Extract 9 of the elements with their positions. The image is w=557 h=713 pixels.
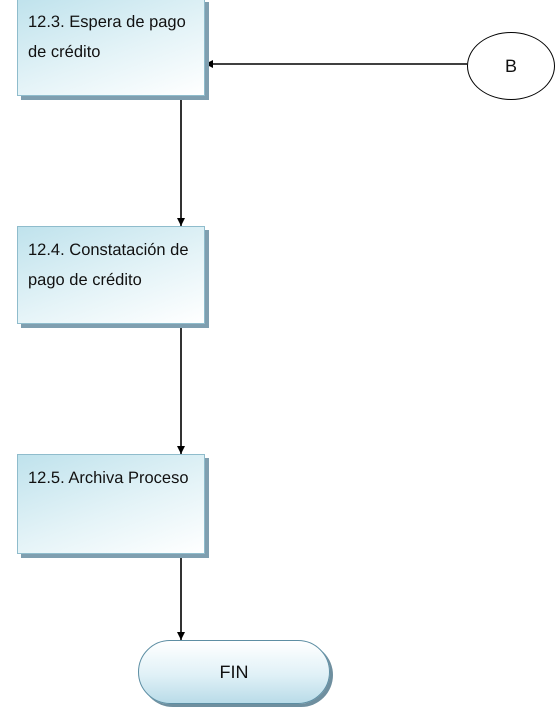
node-label: FIN xyxy=(220,662,248,682)
terminator-box xyxy=(138,640,330,704)
arrow xyxy=(177,558,185,640)
node-label: 12.3. Espera de pago de crédito xyxy=(28,13,186,61)
arrow xyxy=(177,100,185,226)
node-label: 12.5. Archiva Proceso xyxy=(28,469,189,487)
node-label: 12.4. Constatación de pago de crédito xyxy=(28,241,189,289)
node-label: B xyxy=(504,56,517,76)
arrow xyxy=(177,328,185,454)
